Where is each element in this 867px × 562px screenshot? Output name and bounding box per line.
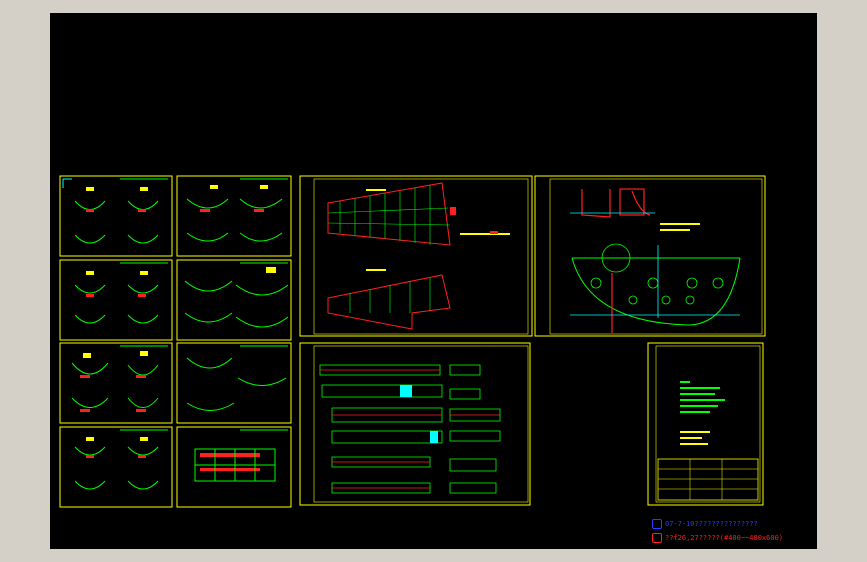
status-text-2: ??f26,27?????(#400~~480x600) (665, 534, 784, 542)
deck-plan-sketch (194, 448, 276, 482)
folder-outline-icon (652, 519, 662, 529)
drawing-canvas[interactable] (50, 13, 817, 549)
status-text-1: 07-7-10??????????????? (665, 520, 758, 528)
sheet-frame (176, 175, 292, 257)
sheet-group-left (59, 175, 292, 508)
sheet-frame (59, 259, 173, 341)
sheet-frame (59, 426, 173, 508)
sheet-frame (176, 342, 292, 424)
red-marks (80, 209, 264, 471)
sheet-longitudinal (299, 342, 531, 506)
sheet-notes-title (647, 342, 764, 506)
status-line-1: 07-7-10??????????????? (652, 519, 758, 529)
ucs-icon (62, 178, 72, 188)
folder-outline-icon (652, 533, 662, 543)
sheet-frame (59, 342, 173, 424)
sheet-cross-section (534, 175, 766, 337)
sheet-frame (176, 259, 292, 341)
cad-drawing-viewport[interactable]: 07-7-10??????????????? ??f26,27?????(#40… (50, 13, 817, 549)
hull-sections (71, 198, 289, 490)
sheet-frame (59, 175, 173, 257)
sheet-frame (176, 426, 292, 508)
yellow-labels (83, 185, 276, 441)
sheet-shell-expansion (299, 175, 533, 337)
sheet-headers (120, 178, 288, 431)
status-line-2: ??f26,27?????(#400~~480x600) (652, 533, 783, 543)
